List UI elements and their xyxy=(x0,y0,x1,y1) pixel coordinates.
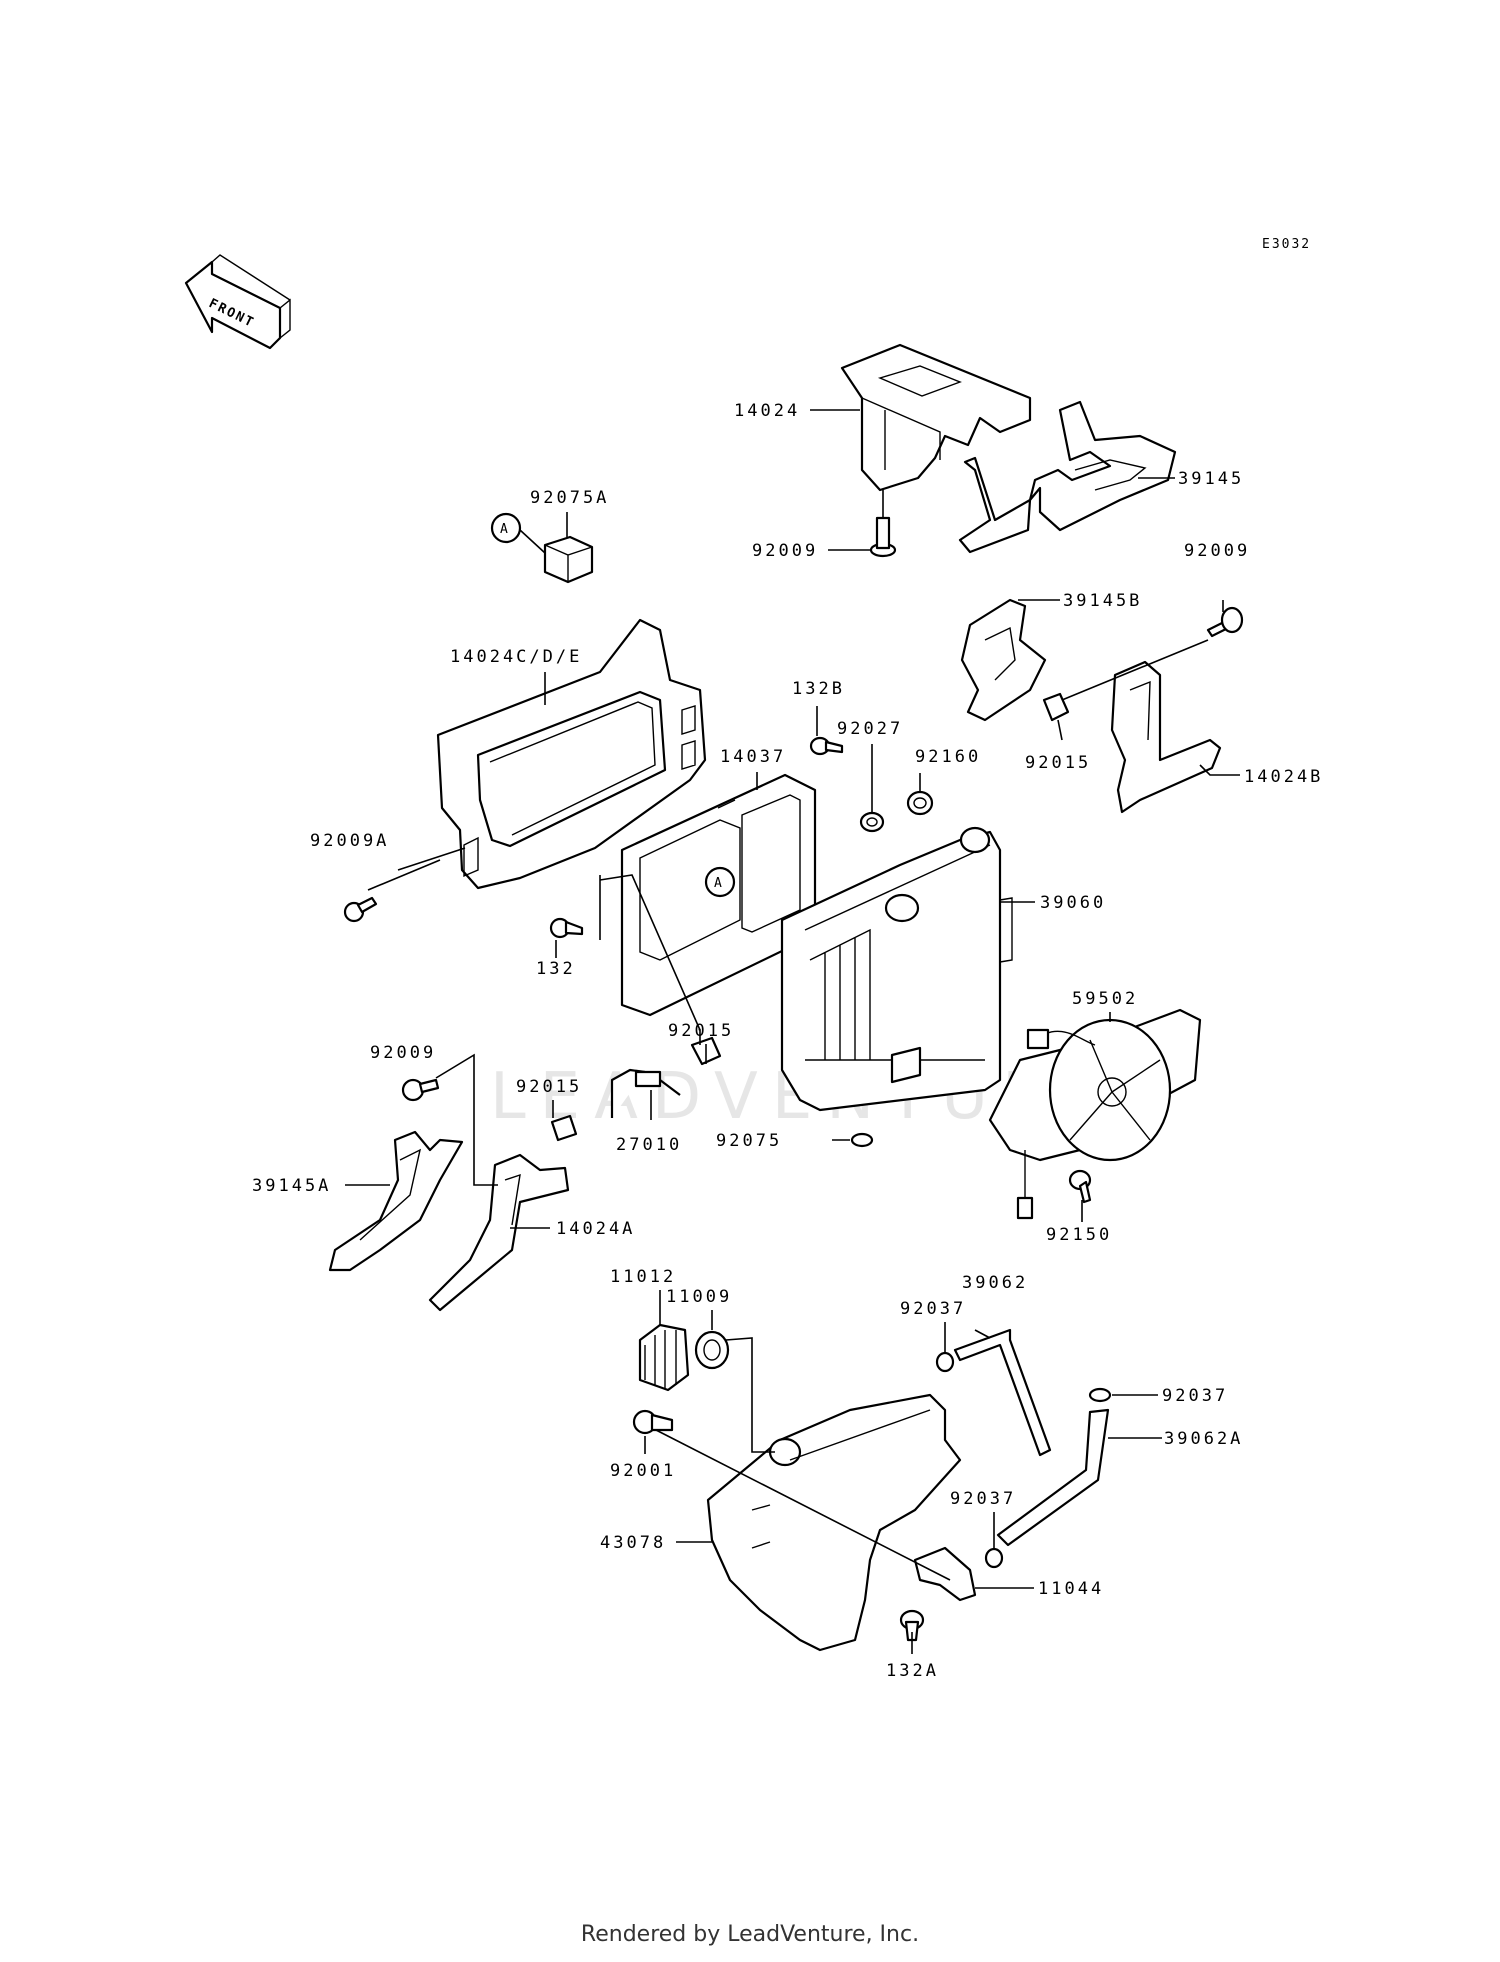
label-92009-left[interactable]: 92009 xyxy=(370,1043,436,1063)
bolt-92009A-shape xyxy=(343,896,378,923)
bolt-92150-shape xyxy=(1068,1169,1092,1204)
bolt-132B-shape xyxy=(809,736,844,756)
svg-text:A: A xyxy=(500,522,510,537)
bracket-14024-shape xyxy=(840,343,1032,492)
label-14024A[interactable]: 14024A xyxy=(556,1219,635,1239)
radiator-39060-shape xyxy=(780,826,1013,1112)
nut-92015-right-shape xyxy=(1042,692,1070,722)
bolt-132-shape xyxy=(549,917,584,939)
bracket-14024A-shape xyxy=(428,1153,570,1312)
label-39145A[interactable]: 39145A xyxy=(252,1176,331,1196)
bolt-132A-shape xyxy=(899,1609,925,1642)
fan-59502-shape xyxy=(988,1008,1202,1220)
clip-92037-c-shape xyxy=(984,1547,1004,1569)
label-39145B[interactable]: 39145B xyxy=(1063,591,1142,611)
label-132[interactable]: 132 xyxy=(536,959,576,979)
label-59502[interactable]: 59502 xyxy=(1072,989,1138,1009)
duct-39145B-shape xyxy=(960,598,1047,722)
footer-credit: Rendered by LeadVenture, Inc. xyxy=(580,1922,920,1947)
label-39060[interactable]: 39060 xyxy=(1040,893,1106,913)
nut-92015-left-shape xyxy=(550,1114,578,1142)
collar-92027-shape xyxy=(859,811,885,833)
label-92015-left[interactable]: 92015 xyxy=(516,1077,582,1097)
label-92037-a[interactable]: 92037 xyxy=(900,1299,966,1319)
label-92009-top[interactable]: 92009 xyxy=(752,541,818,561)
label-39062A[interactable]: 39062A xyxy=(1164,1429,1243,1449)
callout-a-top: A xyxy=(490,512,522,544)
label-92037-b[interactable]: 92037 xyxy=(1162,1386,1228,1406)
label-92037-c[interactable]: 92037 xyxy=(950,1489,1016,1509)
label-14024B[interactable]: 14024B xyxy=(1244,767,1323,787)
hose-39062-shape xyxy=(953,1328,1052,1457)
label-14024[interactable]: 14024 xyxy=(734,401,800,421)
label-14037[interactable]: 14037 xyxy=(720,747,786,767)
label-92027[interactable]: 92027 xyxy=(837,719,903,739)
panel-14024CDE-shape xyxy=(436,618,707,890)
clip-92037-b-shape xyxy=(1088,1387,1112,1403)
bolt-92009-right-shape xyxy=(1206,606,1244,638)
bolt-92009-left-shape xyxy=(401,1078,440,1102)
grommet-92160-shape xyxy=(906,790,934,816)
label-39145[interactable]: 39145 xyxy=(1178,469,1244,489)
sensor-27010-shape xyxy=(610,1068,681,1118)
gasket-11009-shape xyxy=(694,1330,730,1370)
label-132B[interactable]: 132B xyxy=(792,679,845,699)
label-92160[interactable]: 92160 xyxy=(915,747,981,767)
tank-43078-shape xyxy=(706,1393,962,1652)
cap-11012-shape xyxy=(638,1323,690,1392)
pad-92075A-shape xyxy=(543,535,594,584)
label-92075[interactable]: 92075 xyxy=(716,1131,782,1151)
label-11044[interactable]: 11044 xyxy=(1038,1579,1104,1599)
bracket-11044-shape xyxy=(913,1546,977,1602)
label-92001[interactable]: 92001 xyxy=(610,1461,676,1481)
clip-92037-a-shape xyxy=(935,1351,955,1373)
pad-92075-shape xyxy=(850,1132,874,1148)
bracket-14024B-shape xyxy=(1110,660,1222,814)
label-92015-right[interactable]: 92015 xyxy=(1025,753,1091,773)
label-92150[interactable]: 92150 xyxy=(1046,1225,1112,1245)
label-43078[interactable]: 43078 xyxy=(600,1533,666,1553)
label-92015-mid[interactable]: 92015 xyxy=(668,1021,734,1041)
label-92075A[interactable]: 92075A xyxy=(530,488,609,508)
svg-text:A: A xyxy=(714,876,724,891)
label-11009[interactable]: 11009 xyxy=(666,1287,732,1307)
label-39062[interactable]: 39062 xyxy=(962,1273,1028,1293)
duct-39145-shape xyxy=(958,400,1177,554)
bolt-92009-top-shape xyxy=(869,516,897,558)
hose-39062A-shape xyxy=(996,1408,1110,1547)
bolt-92001-shape xyxy=(632,1409,674,1435)
label-11012[interactable]: 11012 xyxy=(610,1267,676,1287)
part-labels: 14024 39145 92009 92075A 39145B 92009 14… xyxy=(252,401,1323,1681)
label-27010[interactable]: 27010 xyxy=(616,1135,682,1155)
label-132A[interactable]: 132A xyxy=(886,1661,939,1681)
front-arrow-icon: FRONT xyxy=(184,254,291,350)
label-14024CDE[interactable]: 14024C/D/E xyxy=(450,647,582,667)
label-92009A[interactable]: 92009A xyxy=(310,831,389,851)
diagram-code: E3032 xyxy=(1262,237,1311,252)
duct-39145A-shape xyxy=(328,1130,464,1272)
callout-a-center: A xyxy=(704,866,736,898)
leader-lines xyxy=(345,409,1240,1654)
label-92009-right[interactable]: 92009 xyxy=(1184,541,1250,561)
